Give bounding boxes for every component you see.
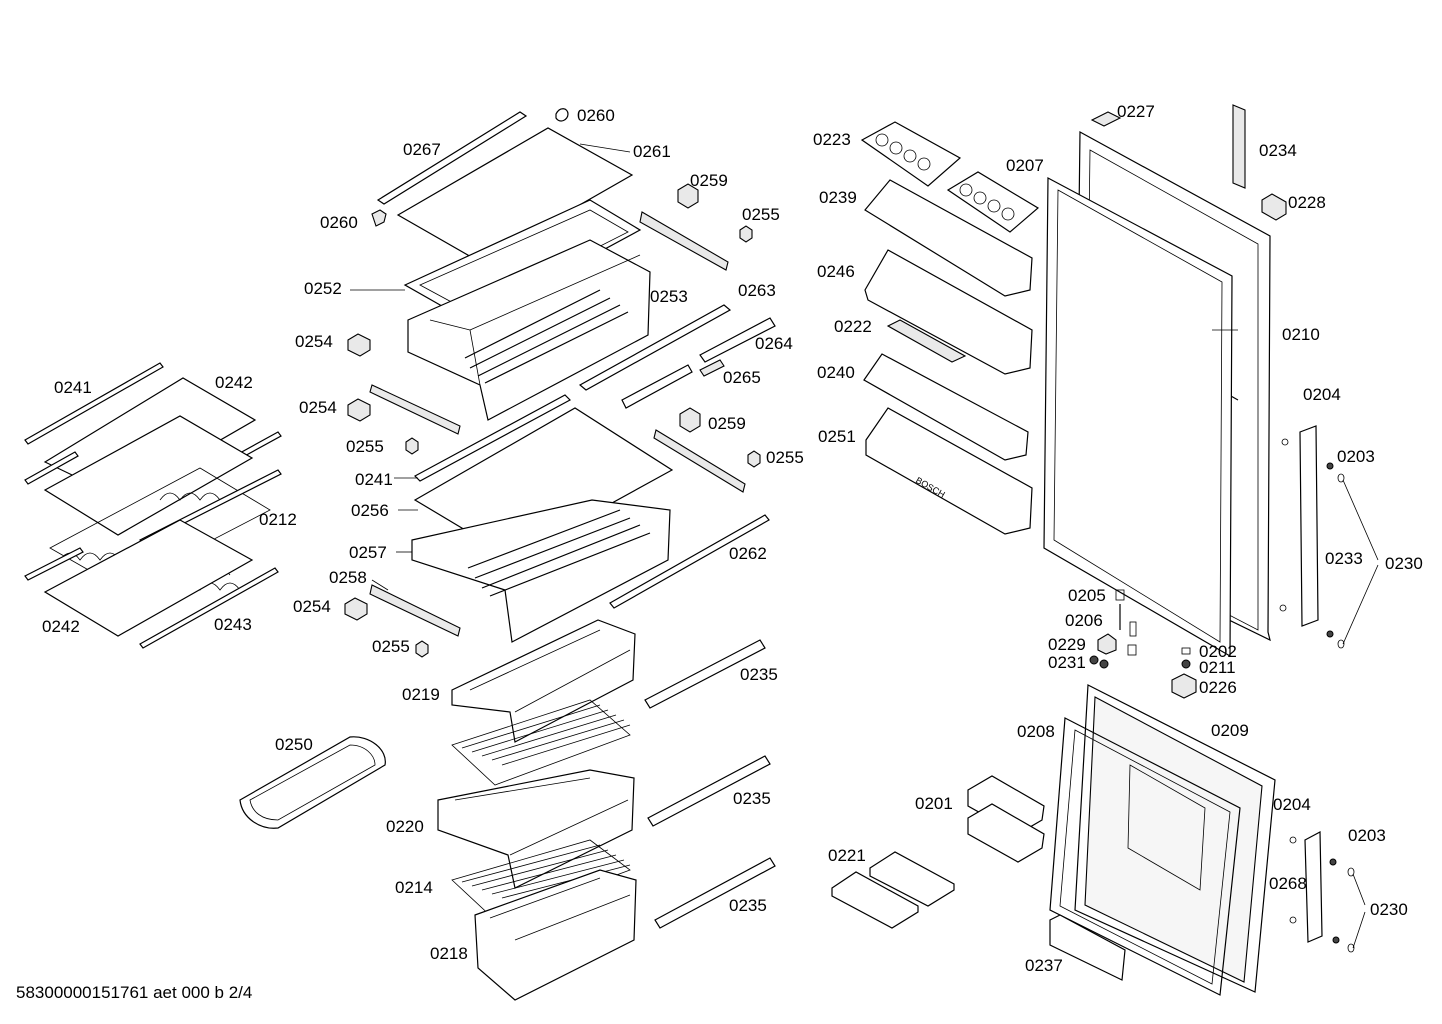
- label-0260-top: 0260: [577, 106, 615, 125]
- left-glass-shelves: [24, 362, 282, 649]
- label-0243: 0243: [214, 615, 252, 634]
- label-0265: 0265: [723, 368, 761, 387]
- ice-trays: [831, 775, 1045, 929]
- label-0201: 0201: [915, 794, 953, 813]
- label-0261: 0261: [633, 142, 671, 161]
- label-0250: 0250: [275, 735, 313, 754]
- label-0211: 0211: [1199, 658, 1236, 677]
- label-0203-bottom: 0203: [1348, 826, 1386, 845]
- label-0255-bottom: 0255: [372, 637, 410, 656]
- freezer-drawers: [239, 619, 776, 1001]
- label-0251: 0251: [818, 427, 856, 446]
- label-0259-top: 0259: [690, 171, 728, 190]
- label-0210: 0210: [1282, 325, 1320, 344]
- label-0207: 0207: [1006, 156, 1044, 175]
- label-0240: 0240: [817, 363, 855, 382]
- label-0233: 0233: [1325, 549, 1363, 568]
- label-0258: 0258: [329, 568, 367, 587]
- label-0254-b: 0254: [299, 398, 337, 417]
- label-0204-bottom: 0204: [1273, 795, 1311, 814]
- label-0223: 0223: [813, 130, 851, 149]
- label-0214: 0214: [395, 878, 433, 897]
- label-0235-mid: 0235: [733, 789, 771, 808]
- hinge-parts: [1089, 589, 1197, 699]
- label-0268: 0268: [1269, 874, 1307, 893]
- label-0255-top: 0255: [742, 205, 780, 224]
- label-0219: 0219: [402, 685, 440, 704]
- label-0221: 0221: [828, 846, 866, 865]
- part-labels: 0260 0267 0261 0259 0260 0255 0252 0253 …: [42, 102, 1423, 975]
- label-0230-bottom: 0230: [1370, 900, 1408, 919]
- door-balconies: BOSCH: [860, 121, 1040, 535]
- label-0262: 0262: [729, 544, 767, 563]
- label-0256: 0256: [351, 501, 389, 520]
- label-0264: 0264: [755, 334, 793, 353]
- upper-crisper-assembly: [347, 108, 776, 455]
- freezer-door: [1049, 684, 1366, 996]
- label-0246: 0246: [817, 262, 855, 281]
- label-0255-left: 0255: [346, 437, 384, 456]
- label-0202: 0202: [1199, 642, 1237, 661]
- label-0220: 0220: [386, 817, 424, 836]
- label-0212: 0212: [259, 510, 297, 529]
- label-0242-top: 0242: [215, 373, 253, 392]
- label-0209: 0209: [1211, 721, 1249, 740]
- label-0208: 0208: [1017, 722, 1055, 741]
- label-0227: 0227: [1117, 102, 1155, 121]
- drawing-id: 58300000151761 aet 000 b 2/4: [16, 983, 252, 1002]
- label-0218: 0218: [430, 944, 468, 963]
- label-0254-a: 0254: [295, 332, 333, 351]
- label-0234: 0234: [1259, 141, 1297, 160]
- label-0267: 0267: [403, 140, 441, 159]
- label-0206: 0206: [1065, 611, 1103, 630]
- leader-lines: [350, 143, 1238, 591]
- label-0222: 0222: [834, 317, 872, 336]
- label-0203-top: 0203: [1337, 447, 1375, 466]
- label-0259-mid: 0259: [708, 414, 746, 433]
- label-0254-c: 0254: [293, 597, 331, 616]
- label-0253: 0253: [650, 287, 688, 306]
- label-0263: 0263: [738, 281, 776, 300]
- label-0230-top: 0230: [1385, 554, 1423, 573]
- label-0239: 0239: [819, 188, 857, 207]
- label-0252: 0252: [304, 279, 342, 298]
- refrigerator-door: [1043, 104, 1379, 658]
- label-0228: 0228: [1288, 193, 1326, 212]
- label-0257: 0257: [349, 543, 387, 562]
- middle-crisper-assembly: [344, 394, 770, 658]
- label-0235-top: 0235: [740, 665, 778, 684]
- label-0242-bottom: 0242: [42, 617, 80, 636]
- label-0255-right: 0255: [766, 448, 804, 467]
- label-0226: 0226: [1199, 678, 1237, 697]
- wire-grid-upper: [451, 699, 631, 786]
- label-0260-left: 0260: [320, 213, 358, 232]
- label-0204-top: 0204: [1303, 385, 1341, 404]
- label-0229: 0229: [1048, 635, 1086, 654]
- wire-grid-lower: [451, 839, 631, 921]
- label-0205: 0205: [1068, 586, 1106, 605]
- label-0241-left: 0241: [54, 378, 92, 397]
- label-0235-bottom: 0235: [729, 896, 767, 915]
- label-0231: 0231: [1048, 653, 1086, 672]
- label-0241-center: 0241: [355, 470, 393, 489]
- label-0237: 0237: [1025, 956, 1063, 975]
